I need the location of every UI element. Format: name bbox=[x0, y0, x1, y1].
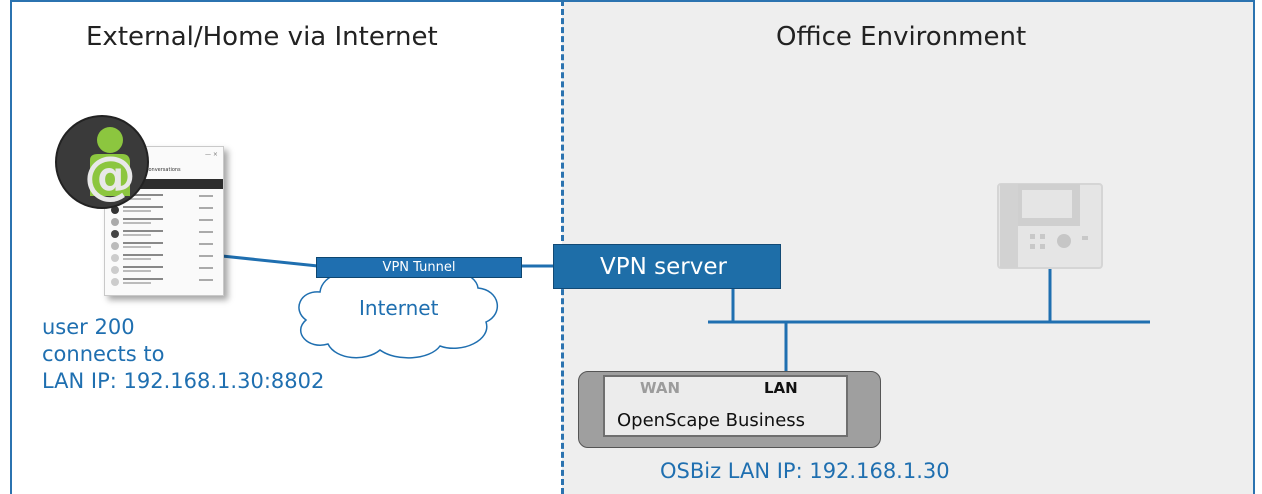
osbiz-ip-label: OSBiz LAN IP: 192.168.1.30 bbox=[660, 459, 950, 483]
lan-port-label: LAN bbox=[764, 379, 798, 397]
connects-line: connects to bbox=[42, 342, 165, 366]
desk-phone-icon bbox=[997, 183, 1103, 269]
app-header-title: Conversations bbox=[145, 167, 181, 173]
lan-ip-line: LAN IP: 192.168.1.30:8802 bbox=[42, 369, 325, 393]
app-toolbar bbox=[105, 179, 223, 189]
list-item bbox=[111, 277, 217, 288]
user-line: user 200 bbox=[42, 315, 135, 339]
at-symbol: @ bbox=[84, 146, 136, 206]
list-item bbox=[111, 241, 217, 252]
list-item bbox=[111, 205, 217, 216]
client-link-line bbox=[221, 254, 319, 268]
list-item bbox=[111, 265, 217, 276]
vpn-server-box: VPN server bbox=[553, 244, 781, 289]
user-info: user 200 connects to LAN IP: 192.168.1.3… bbox=[42, 314, 324, 395]
osbiz-panel bbox=[603, 375, 848, 437]
user-at-icon bbox=[55, 115, 149, 209]
list-item bbox=[111, 253, 217, 264]
wan-port-label: WAN bbox=[640, 379, 681, 397]
osbiz-name: OpenScape Business bbox=[617, 410, 806, 431]
diagram-frame bbox=[10, 0, 1255, 494]
internet-label: Internet bbox=[359, 296, 439, 320]
window-controls: — × bbox=[205, 151, 218, 158]
list-item bbox=[111, 217, 217, 228]
list-item bbox=[111, 229, 217, 240]
office-zone-title: Office Environment bbox=[776, 22, 1027, 52]
external-zone-title: External/Home via Internet bbox=[86, 22, 438, 52]
vpn-tunnel: VPN Tunnel bbox=[316, 257, 522, 278]
